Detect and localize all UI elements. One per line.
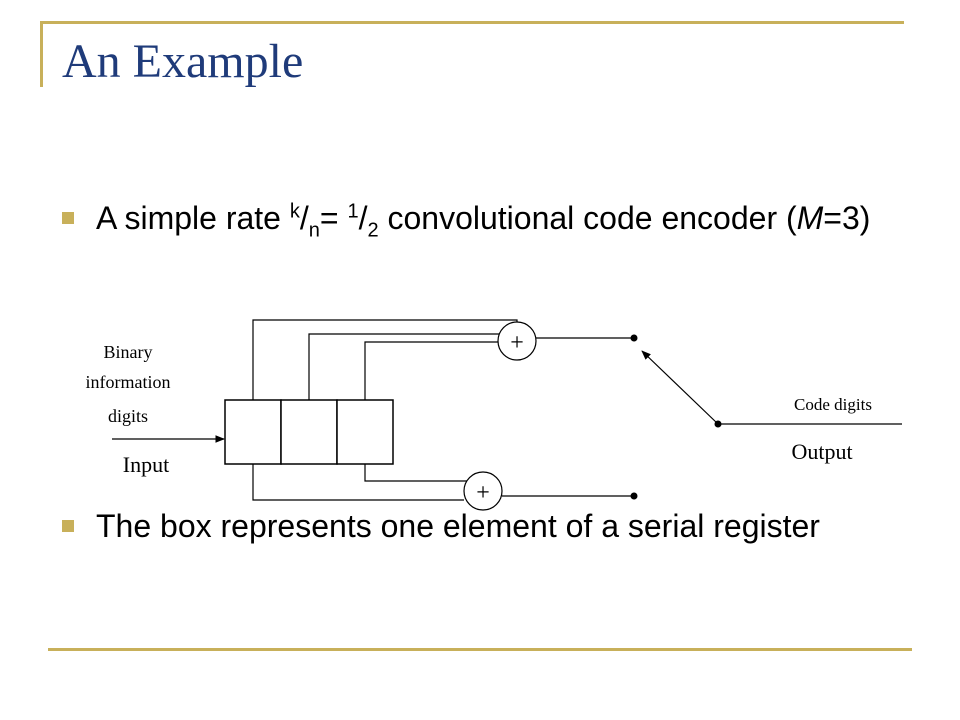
label-output: Output xyxy=(791,439,852,464)
bullet-square-icon xyxy=(62,520,74,532)
label-binary: Binary xyxy=(104,342,153,362)
top-divider xyxy=(40,21,904,24)
bullet-2: The box represents one element of a seri… xyxy=(62,508,902,544)
left-accent-line xyxy=(40,21,43,87)
label-input: Input xyxy=(123,452,169,477)
lower-adder-plus: + xyxy=(476,480,490,506)
bullet-1: A simple rate k/n= 1/2 convolutional cod… xyxy=(62,200,902,242)
label-information: information xyxy=(86,372,171,392)
bottom-divider xyxy=(48,648,912,651)
tap-line-3-top xyxy=(364,341,498,400)
label-code-digits: Code digits xyxy=(794,395,872,414)
bullet-2-text: The box represents one element of a seri… xyxy=(96,508,820,544)
commutator-switch xyxy=(641,350,719,425)
lower-switch-contact xyxy=(630,492,638,500)
tap-line-2-top xyxy=(308,333,502,400)
bullet-1-text: A simple rate k/n= 1/2 convolutional cod… xyxy=(96,200,871,242)
tap-line-3-bottom xyxy=(364,464,480,482)
tap-line-1-top xyxy=(252,319,518,400)
slide-title: An Example xyxy=(62,35,304,88)
lower-adder xyxy=(463,471,503,511)
register-cell-3 xyxy=(336,399,394,465)
upper-switch-contact xyxy=(630,334,638,342)
tap-line-1-bottom xyxy=(252,464,464,501)
upper-adder-plus: + xyxy=(510,330,524,356)
bullet-square-icon xyxy=(62,212,74,224)
upper-adder xyxy=(497,321,537,361)
label-digits: digits xyxy=(108,406,148,426)
register-cell-1 xyxy=(224,399,282,465)
register-cell-2 xyxy=(280,399,338,465)
